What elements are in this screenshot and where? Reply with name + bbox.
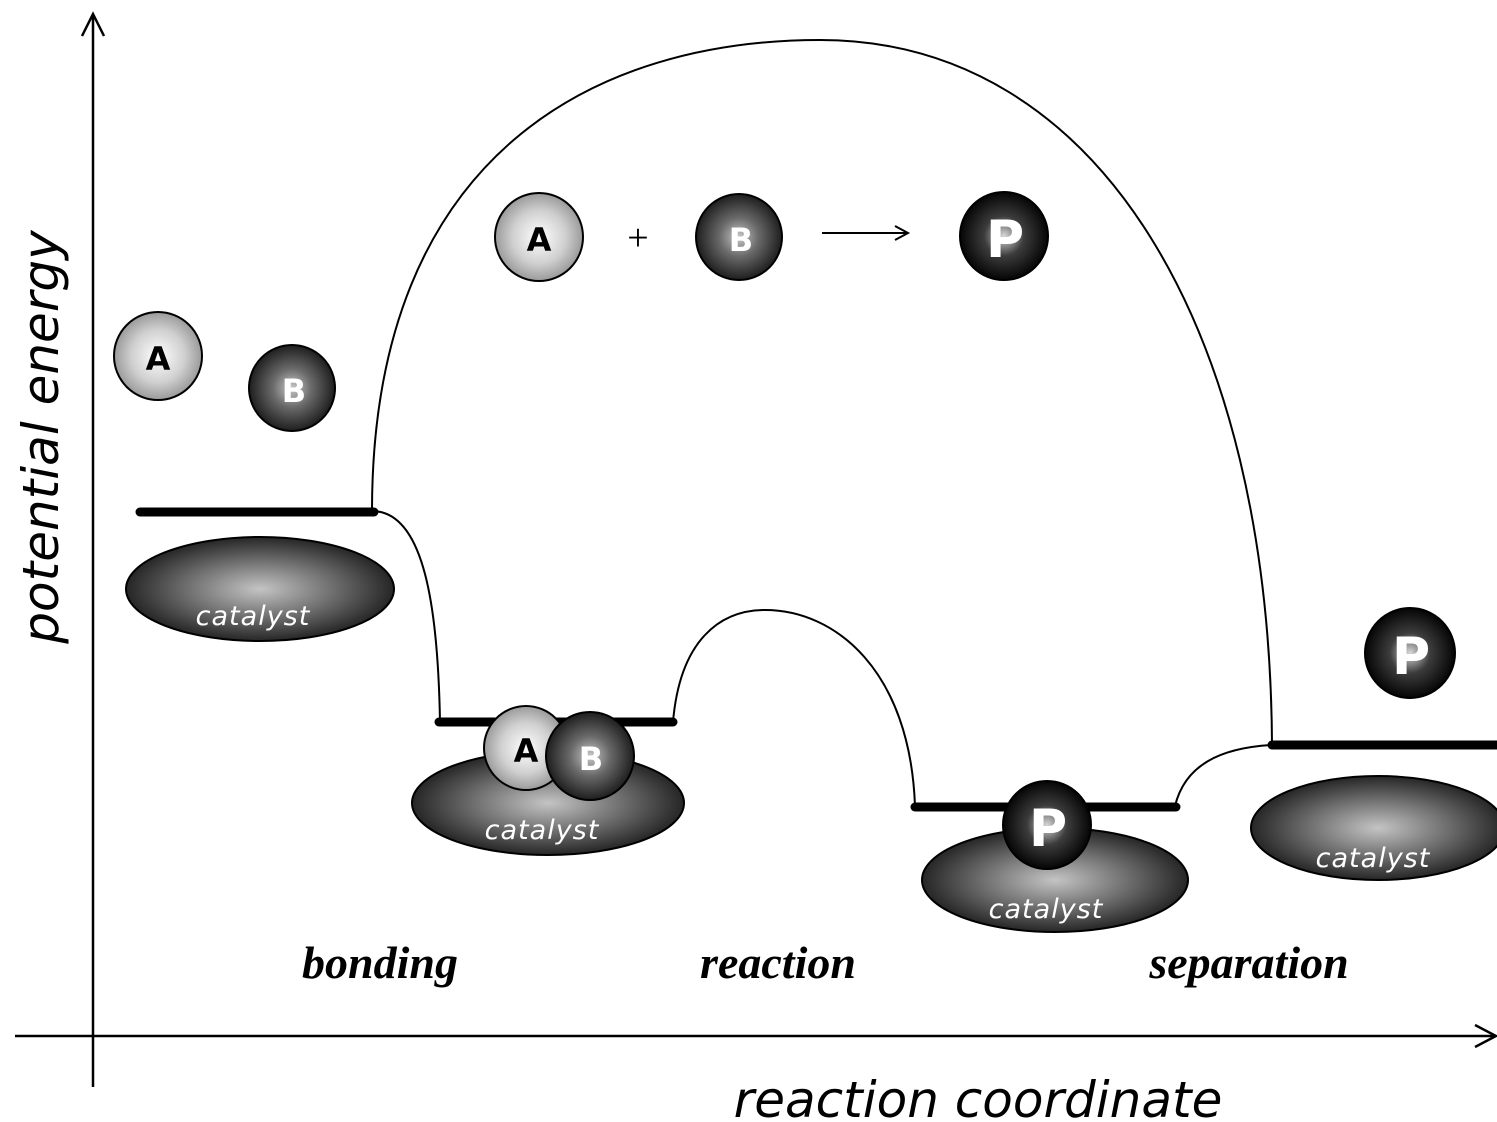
stage-label-separation: separation — [1148, 937, 1348, 988]
catalyzed-curve — [371, 510, 1273, 807]
molecule-p-label: P — [1392, 627, 1430, 687]
catalyst-blob — [125, 536, 395, 642]
molecule-p-free: P — [1364, 607, 1456, 699]
y-axis-label: potential energy — [12, 229, 70, 645]
catalyst-blob — [1250, 775, 1497, 881]
plus-sign: + — [627, 217, 648, 259]
equation-product: P — [959, 191, 1049, 281]
x-axis-arrowhead — [1474, 1023, 1497, 1049]
equation-a-label: A — [527, 221, 552, 259]
reaction-equation: A + B P — [494, 191, 1049, 282]
molecule-b-label: B — [282, 372, 306, 410]
equation-b-label: B — [729, 221, 753, 259]
stage-label-reaction: reaction — [700, 937, 856, 988]
stage-label-bonding: bonding — [302, 937, 458, 988]
molecule-b-bound: B — [545, 711, 635, 801]
equation-reactant-a: A — [494, 192, 584, 282]
uncatalyzed-curve — [371, 38, 1273, 746]
molecule-a-label: A — [514, 732, 539, 770]
catalyst-label: catalyst — [989, 894, 1104, 925]
catalyst-1: catalyst — [125, 536, 395, 642]
molecule-p-label: P — [1029, 799, 1067, 859]
equation-reactant-b: B — [695, 193, 783, 281]
catalyst-4: catalyst — [1250, 775, 1497, 881]
equation-p-label: P — [986, 210, 1024, 270]
axes — [15, 11, 1497, 1087]
reaction-arrow-icon — [822, 225, 911, 241]
catalyst-label: catalyst — [196, 601, 311, 632]
molecule-b-free: B — [248, 344, 336, 432]
molecule-a-free: A — [113, 311, 203, 401]
x-axis-label: reaction coordinate — [734, 1071, 1223, 1122]
molecule-p-bound: P — [1002, 780, 1092, 870]
catalyst-label: catalyst — [485, 815, 600, 846]
molecule-a-label: A — [146, 340, 171, 378]
catalyst-label: catalyst — [1316, 843, 1431, 874]
y-axis-arrowhead — [80, 11, 106, 37]
molecule-b-label: B — [579, 740, 603, 778]
catalyst-3: catalyst — [921, 827, 1189, 933]
